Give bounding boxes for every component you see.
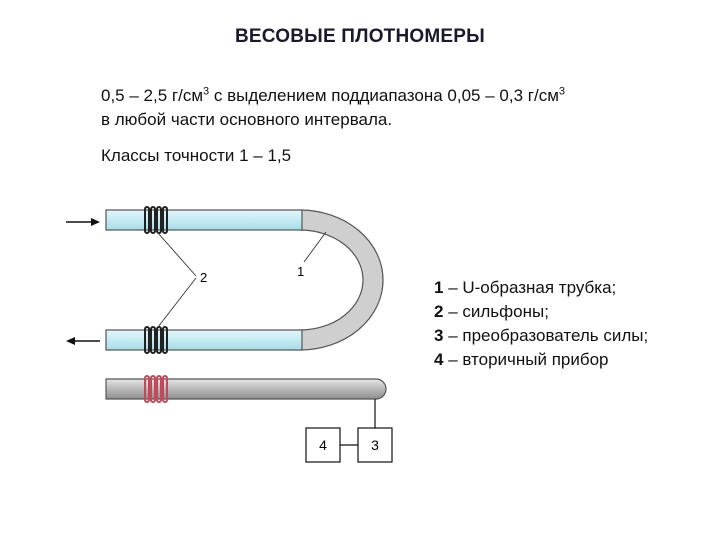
bellows-upper [144,206,168,234]
legend-item: 1 – U-образная трубка; [434,276,648,300]
legend-num: 1 [434,278,444,297]
u-tube-leader-line [303,231,327,263]
range-description: 0,5 – 2,5 г/см3 с выделением поддиапазон… [101,84,565,132]
legend-text: – вторичный прибор [443,350,609,369]
bellows-lower [144,326,168,354]
box-4-label: 4 [319,437,327,453]
unit-superscript: 3 [203,85,210,98]
legend: 1 – U-образная трубка; 2 – сильфоны; 3 –… [434,276,648,372]
legend-text: – U-образная трубка; [443,278,617,297]
label-1: 1 [297,264,304,279]
bellows-rod [144,375,168,403]
u-tube-lower [105,329,303,351]
outlet-arrow [66,337,100,345]
legend-item: 3 – преобразователь силы; [434,324,648,348]
bellows-leader-lines [157,232,197,328]
legend-num: 2 [434,302,444,321]
range-text-2: с выделением поддиапазона 0,05 – 0,3 г/с… [209,86,559,105]
legend-item: 2 – сильфоны; [434,300,648,324]
legend-num: 4 [434,350,444,369]
legend-text: – сильфоны; [443,302,549,321]
u-tube-bend [299,209,384,351]
box-3-label: 3 [371,437,379,453]
accuracy-classes: Классы точности 1 – 1,5 [101,146,292,165]
label-2: 2 [200,270,207,285]
legend-text: – преобразователь силы; [443,326,649,345]
inlet-arrow [66,218,100,226]
force-converter-box [357,427,393,463]
range-text-1: 0,5 – 2,5 г/см [101,86,203,105]
legend-num: 3 [434,326,444,345]
secondary-instrument-box [305,427,341,463]
rod [105,378,387,400]
legend-item: 4 – вторичный прибор [434,348,648,372]
unit-superscript: 3 [558,85,566,98]
range-text-3: в любой части основного интервала. [101,110,393,129]
slide-title: ВЕСОВЫЕ ПЛОТНОМЕРЫ [235,26,485,47]
u-tube-upper [105,209,303,231]
